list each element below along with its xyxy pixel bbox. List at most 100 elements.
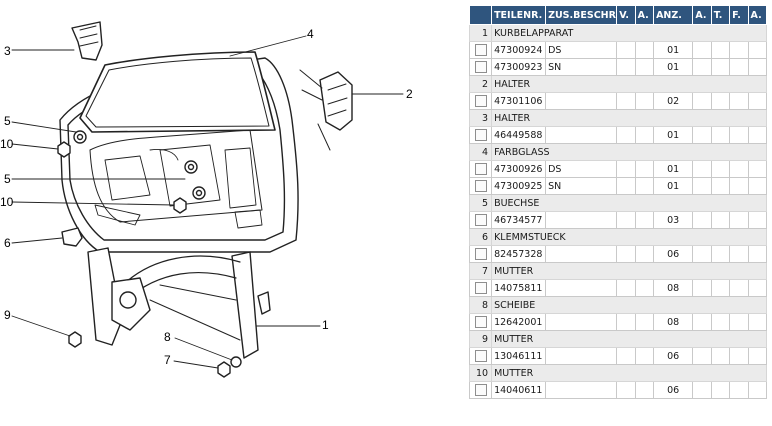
- part-select-cell: [468, 245, 493, 263]
- cell-a3: [747, 245, 768, 263]
- cell-a: [634, 313, 655, 331]
- part-checkbox[interactable]: [474, 316, 487, 328]
- part-checkbox[interactable]: [474, 44, 487, 56]
- group-name: MUTTER: [491, 330, 767, 348]
- additional-description: [545, 279, 618, 297]
- cell-t: [710, 347, 731, 365]
- cell-a3: [747, 92, 768, 110]
- group-number: 7: [468, 262, 493, 280]
- cell-f: [729, 177, 749, 195]
- part-checkbox[interactable]: [474, 282, 487, 294]
- exploded-parts-diagram: 3 4 2 5 10 5 10 6 9 1 8 7: [0, 21, 413, 378]
- part-checkbox[interactable]: [474, 248, 487, 260]
- quantity: 01: [653, 177, 694, 195]
- column-header: ANZ.: [653, 5, 694, 25]
- cell-a3: [747, 41, 768, 59]
- additional-description: [545, 211, 618, 229]
- cell-a3: [747, 126, 768, 144]
- cell-v: [616, 92, 636, 110]
- cell-t: [710, 313, 731, 331]
- cell-a2: [692, 381, 712, 399]
- cell-f: [729, 381, 749, 399]
- cell-a2: [692, 126, 712, 144]
- cell-t: [710, 58, 731, 76]
- cell-t: [710, 92, 731, 110]
- callout-3: 3: [4, 44, 11, 58]
- cell-a: [634, 381, 655, 399]
- diagram-drawing: [11, 21, 404, 378]
- cell-v: [616, 381, 636, 399]
- cell-t: [710, 160, 731, 178]
- part-checkbox[interactable]: [474, 95, 487, 107]
- cell-t: [710, 381, 731, 399]
- additional-description: [545, 381, 618, 399]
- group-number: 9: [468, 330, 493, 348]
- part-select-cell: [468, 92, 493, 110]
- cell-f: [729, 41, 749, 59]
- cell-a: [634, 92, 655, 110]
- callout-6: 6: [4, 236, 11, 250]
- part-select-cell: [468, 160, 493, 178]
- part-number: 47300926: [491, 160, 547, 178]
- part-checkbox[interactable]: [474, 384, 487, 396]
- cell-t: [710, 126, 731, 144]
- part-checkbox[interactable]: [474, 180, 487, 192]
- cell-a2: [692, 58, 712, 76]
- callout-1: 1: [322, 318, 329, 332]
- part-checkbox[interactable]: [474, 129, 487, 141]
- cell-v: [616, 245, 636, 263]
- cell-v: [616, 313, 636, 331]
- cell-a3: [747, 58, 768, 76]
- column-header: ZUS.BESCHR.: [545, 5, 618, 25]
- cell-a2: [692, 41, 712, 59]
- cell-f: [729, 245, 749, 263]
- cell-a3: [747, 211, 768, 229]
- cell-a: [634, 160, 655, 178]
- group-name: FARBGLASS: [491, 143, 767, 161]
- cell-a2: [692, 279, 712, 297]
- column-header: V.: [616, 5, 636, 25]
- callout-8: 8: [164, 330, 171, 344]
- additional-description: [545, 126, 618, 144]
- additional-description: [545, 313, 618, 331]
- part-checkbox[interactable]: [474, 214, 487, 226]
- part-checkbox[interactable]: [474, 61, 487, 73]
- part-select-cell: [468, 313, 493, 331]
- part-checkbox[interactable]: [474, 163, 487, 175]
- part-number: 82457328: [491, 245, 547, 263]
- cell-t: [710, 279, 731, 297]
- part-select-cell: [468, 41, 493, 59]
- cell-a2: [692, 160, 712, 178]
- cell-v: [616, 58, 636, 76]
- cell-f: [729, 126, 749, 144]
- cell-a3: [747, 177, 768, 195]
- quantity: 06: [653, 347, 694, 365]
- quantity: 08: [653, 279, 694, 297]
- cell-v: [616, 126, 636, 144]
- additional-description: [545, 245, 618, 263]
- group-number: 1: [468, 24, 493, 42]
- cell-t: [710, 177, 731, 195]
- part-number: 46449588: [491, 126, 547, 144]
- callout-4: 4: [307, 27, 314, 41]
- cell-a: [634, 211, 655, 229]
- group-number: 5: [468, 194, 493, 212]
- cell-a2: [692, 92, 712, 110]
- callout-5-top: 5: [4, 114, 11, 128]
- cell-f: [729, 313, 749, 331]
- cell-a2: [692, 177, 712, 195]
- cell-v: [616, 177, 636, 195]
- part-checkbox[interactable]: [474, 350, 487, 362]
